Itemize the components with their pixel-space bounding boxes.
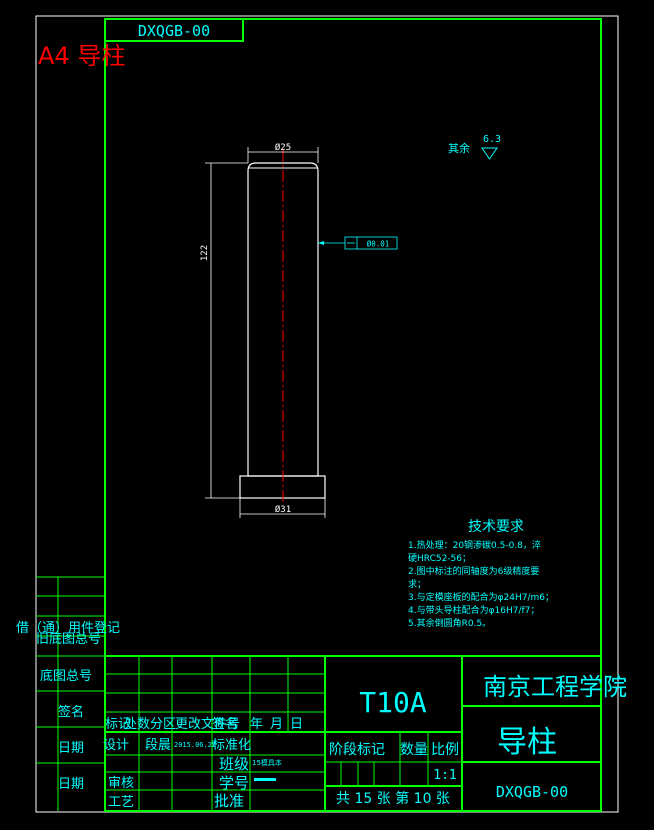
approve-label: 批准 — [214, 792, 244, 810]
sheet-label: A4 导柱 — [38, 42, 125, 70]
class-value: 15模具本 — [252, 758, 282, 767]
dim-top-diameter: Ø25 — [275, 142, 291, 153]
roughness-value: 6.3 — [483, 134, 501, 145]
tech-title: 技术要求 — [468, 519, 524, 535]
tb-header-label: 日 — [290, 717, 303, 732]
check-label: 审核 — [108, 776, 134, 791]
scale-label: 比例 — [431, 742, 459, 758]
part-name: 导柱 — [497, 725, 557, 760]
dim-base-diameter: Ø31 — [275, 504, 291, 515]
material-label: T10A — [359, 686, 427, 719]
tb-header-label: 更改文件号 — [175, 717, 240, 732]
pillar-shaft — [247, 162, 319, 477]
tb-header-label: 签名 — [212, 716, 238, 732]
tolerance-arrow — [318, 241, 324, 245]
tech-items: 1.热处理：20钢渗碳0.5-0.8，淬硬HRC52-56；2.图中标注的同轴度… — [408, 539, 554, 629]
left-label-date1: 日期 — [58, 741, 84, 756]
tolerance-frame: Ø0.01 — [367, 240, 390, 249]
tb-header-label: 分区 — [150, 717, 176, 732]
tb-header-label: 标记 — [105, 717, 131, 732]
left-label-date2: 日期 — [58, 777, 84, 792]
tech-item: 硬HRC52-56； — [408, 553, 471, 564]
left-label-sign: 签名 — [58, 704, 84, 720]
standard-label: 标准化 — [212, 738, 251, 753]
dim-length: 122 — [200, 245, 210, 261]
tech-item: 求； — [408, 578, 426, 590]
left-label-borrow: 借（通）用件登记 — [16, 621, 120, 636]
design-date: 2015.06.25 — [174, 741, 216, 749]
scale-value: 1:1 — [433, 768, 456, 783]
drawing-number: DXQGB-00 — [496, 783, 568, 801]
left-label-base: 底图总号 — [40, 668, 92, 684]
tech-item: 2.图中标注的同轴度为6级精度要 — [408, 565, 539, 577]
roughness-symbol — [481, 147, 498, 160]
tb-header-label: 月 — [270, 717, 283, 732]
class-label: 班级 — [219, 755, 249, 773]
tb-header-label: 年 — [250, 717, 263, 732]
tech-item: 5.其余倒圆角R0.5。 — [408, 617, 491, 629]
tolerance-frame-box — [344, 236, 398, 250]
designer-name: 段晨 — [145, 738, 171, 753]
student-number-mark — [254, 778, 276, 781]
left-label-old-base: 旧底图总号 — [36, 631, 101, 647]
tech-item: 4.与带头导柱配合为φ16H7/f7； — [408, 604, 539, 616]
student-label: 学号 — [219, 774, 249, 792]
tb-header-label: 处数 — [124, 717, 150, 732]
roughness-label: 其余 — [448, 141, 470, 155]
title-block-headers: 标记处数分区更改文件号签名年月日 — [105, 716, 303, 732]
design-label: 设计 — [103, 738, 129, 753]
school-name: 南京工程学院 — [483, 673, 627, 701]
inner-border — [104, 18, 602, 812]
process-label: 工艺 — [108, 795, 134, 810]
quantity-label: 数量 — [400, 742, 428, 758]
tech-item: 1.热处理：20钢渗碳0.5-0.8，淬 — [408, 539, 541, 551]
top-drawing-number: DXQGB-00 — [138, 22, 210, 40]
stage-mark: 阶段标记 — [329, 742, 385, 758]
tech-item: 3.与定模座板的配合为φ24H7/m6； — [408, 591, 554, 603]
sheet-count: 共 15 张 第 10 张 — [336, 790, 450, 807]
top-number-box — [104, 18, 244, 42]
title-block — [105, 655, 601, 811]
